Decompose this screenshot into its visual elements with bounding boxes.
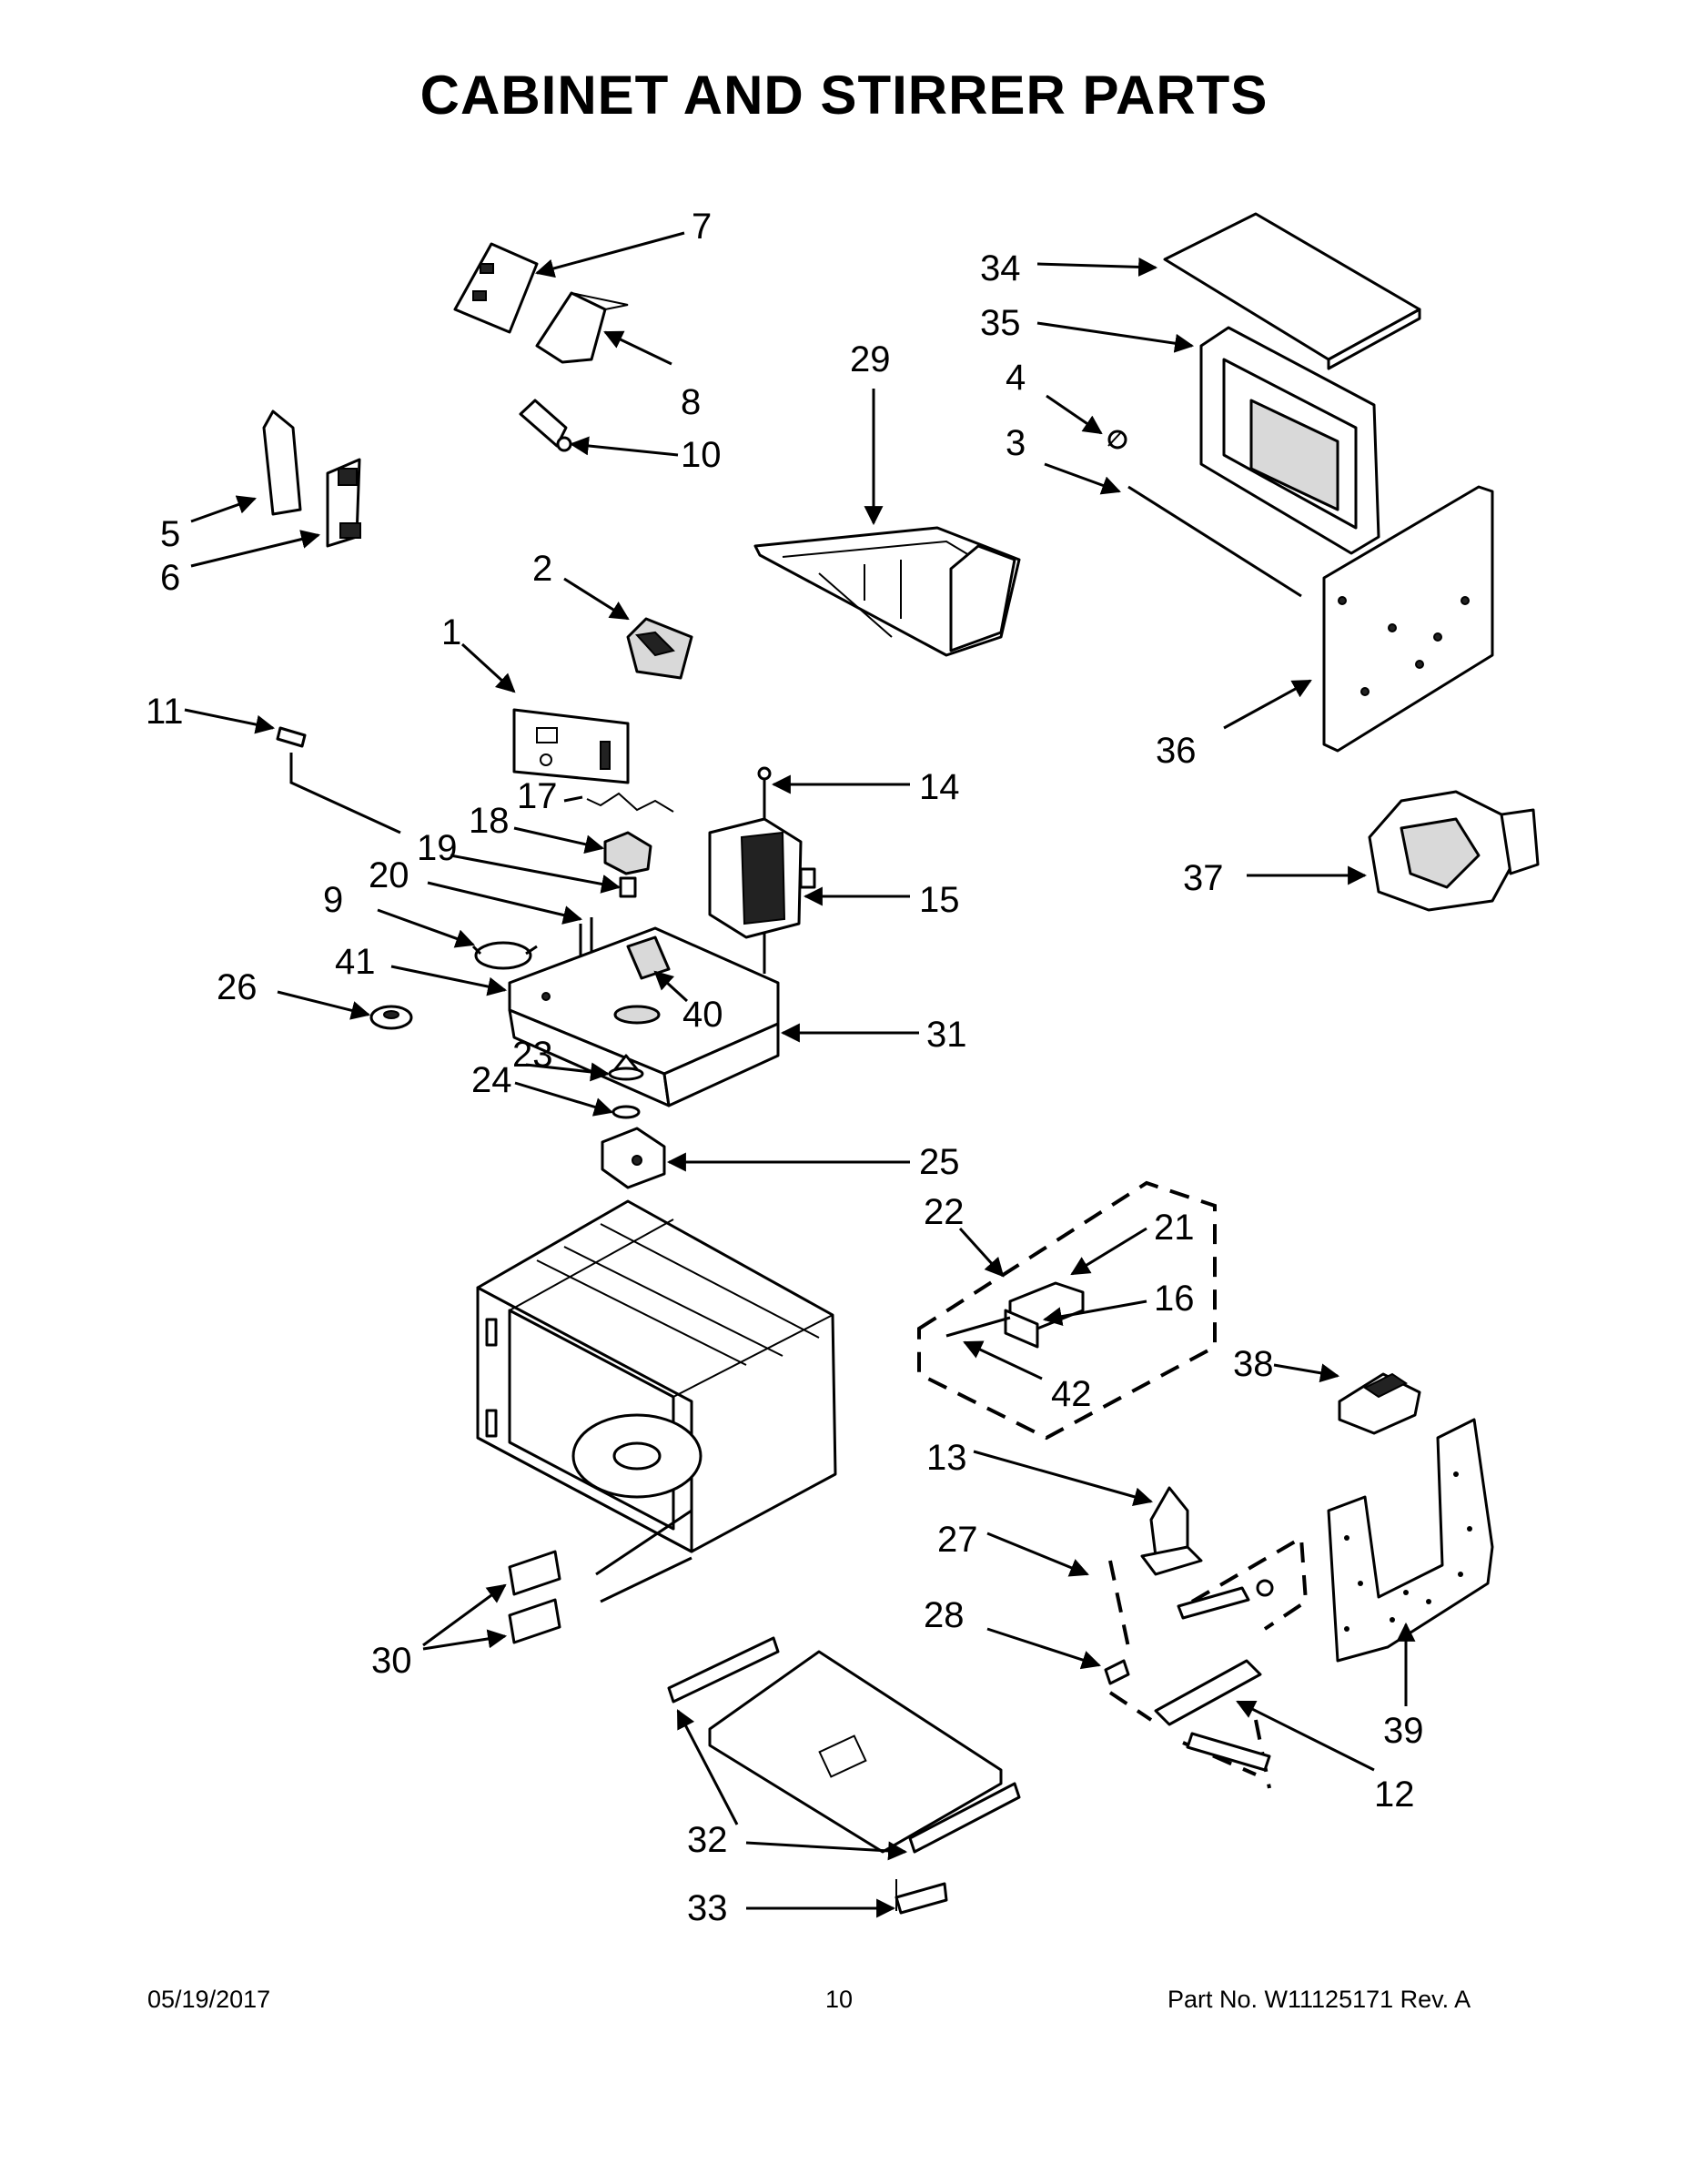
callout-6: 6 bbox=[160, 558, 180, 598]
part-2-relay bbox=[626, 617, 693, 680]
part-37-blower bbox=[1368, 790, 1540, 912]
part-29-control-panel-frame bbox=[753, 526, 1021, 657]
callout-15: 15 bbox=[919, 880, 960, 920]
part-22-door-switch-box bbox=[917, 1180, 1217, 1441]
callout-8: 8 bbox=[681, 382, 701, 422]
part-25-bracket bbox=[601, 1127, 666, 1189]
part-42-wire bbox=[945, 1316, 1011, 1338]
part-16-switch-bracket bbox=[1004, 1309, 1039, 1349]
callout-32: 32 bbox=[687, 1820, 728, 1860]
callout-31: 31 bbox=[926, 1015, 967, 1055]
callout-26: 26 bbox=[217, 967, 258, 1007]
callout-41: 41 bbox=[335, 942, 376, 982]
part-10-switch bbox=[519, 399, 572, 452]
callout-23: 23 bbox=[512, 1035, 553, 1075]
part-cavity bbox=[476, 1199, 837, 1553]
callout-36: 36 bbox=[1156, 731, 1197, 771]
callout-37: 37 bbox=[1183, 858, 1224, 898]
part-32-tray-rails bbox=[667, 1636, 1021, 1854]
part-18-bearing bbox=[603, 831, 652, 875]
part-4-clip bbox=[1107, 430, 1127, 450]
leader-lines bbox=[184, 231, 1416, 1918]
callout-29: 29 bbox=[850, 339, 891, 379]
callout-17: 17 bbox=[517, 776, 558, 816]
part-28-screw bbox=[1104, 1659, 1130, 1685]
callout-5: 5 bbox=[160, 514, 180, 554]
callout-3: 3 bbox=[1006, 423, 1026, 463]
part-8-shield bbox=[535, 291, 629, 364]
callout-12: 12 bbox=[1374, 1774, 1415, 1815]
callout-22: 22 bbox=[924, 1192, 965, 1232]
callout-2: 2 bbox=[532, 549, 552, 589]
callout-34: 34 bbox=[980, 248, 1021, 288]
page-title: CABINET AND STIRRER PARTS bbox=[419, 65, 1269, 126]
part-24-washer bbox=[612, 1105, 641, 1119]
callout-18: 18 bbox=[469, 801, 510, 841]
callout-27: 27 bbox=[937, 1520, 978, 1560]
callout-9: 9 bbox=[323, 880, 343, 920]
part-35-frame bbox=[1199, 326, 1380, 555]
callout-39: 39 bbox=[1383, 1711, 1424, 1751]
callout-25: 25 bbox=[919, 1142, 960, 1182]
part-3-rod bbox=[1127, 485, 1302, 598]
part-12-hinge-arm bbox=[1108, 1659, 1271, 1789]
part-7-bracket bbox=[453, 242, 539, 334]
part-15-transformer bbox=[708, 817, 816, 939]
part-23-stirrer-cone bbox=[608, 1054, 644, 1081]
part-11-fuse bbox=[276, 726, 307, 748]
callout-4: 4 bbox=[1006, 358, 1026, 398]
part-34-cover-panel bbox=[1163, 212, 1421, 370]
callout-7: 7 bbox=[692, 207, 712, 247]
callout-19: 19 bbox=[417, 828, 458, 868]
part-30-hinge-plates bbox=[508, 1509, 692, 1644]
part-39-insulation bbox=[1327, 1418, 1494, 1663]
callout-14: 14 bbox=[919, 767, 960, 807]
callout-10: 10 bbox=[681, 435, 722, 475]
callout-38: 38 bbox=[1233, 1344, 1274, 1384]
part-27-pin bbox=[1177, 1579, 1274, 1620]
callout-24: 24 bbox=[471, 1060, 512, 1100]
footer-date: 05/19/2017 bbox=[147, 1986, 271, 2013]
part-36-side-panel bbox=[1322, 485, 1494, 753]
part-38-terminal-block bbox=[1338, 1372, 1421, 1435]
footer-page-number: 10 bbox=[825, 1986, 854, 2013]
part-9-thermostat bbox=[471, 941, 538, 970]
callout-28: 28 bbox=[924, 1595, 965, 1635]
callout-20: 20 bbox=[369, 855, 409, 895]
callout-1: 1 bbox=[441, 612, 461, 652]
part-31-waveguide bbox=[508, 926, 780, 1107]
part-6-interlock-bracket bbox=[326, 458, 361, 548]
callout-21: 21 bbox=[1154, 1208, 1195, 1248]
callout-30: 30 bbox=[371, 1641, 412, 1681]
part-13-hinge-bracket bbox=[1140, 1486, 1203, 1576]
part-1-control-board bbox=[512, 708, 630, 784]
part-5-cover bbox=[262, 410, 302, 516]
callout-labels: 7 8 10 5 6 2 1 11 29 34 35 4 3 36 37 14 … bbox=[146, 207, 1424, 1928]
footer-part-number: Part No. W11125171 Rev. A bbox=[1167, 1986, 1471, 2013]
part-33-clip bbox=[895, 1879, 948, 1915]
part-17-spring bbox=[586, 792, 674, 813]
callout-40: 40 bbox=[682, 995, 723, 1035]
callout-11: 11 bbox=[146, 692, 184, 732]
callout-35: 35 bbox=[980, 303, 1021, 343]
part-26-grommet bbox=[369, 1005, 413, 1030]
part-27-hinge-box bbox=[1108, 1534, 1309, 1648]
callout-33: 33 bbox=[687, 1888, 728, 1928]
callout-42: 42 bbox=[1051, 1374, 1092, 1414]
callout-13: 13 bbox=[926, 1438, 967, 1478]
callout-16: 16 bbox=[1154, 1279, 1195, 1319]
part-19-stirrer-shaft bbox=[619, 876, 637, 898]
